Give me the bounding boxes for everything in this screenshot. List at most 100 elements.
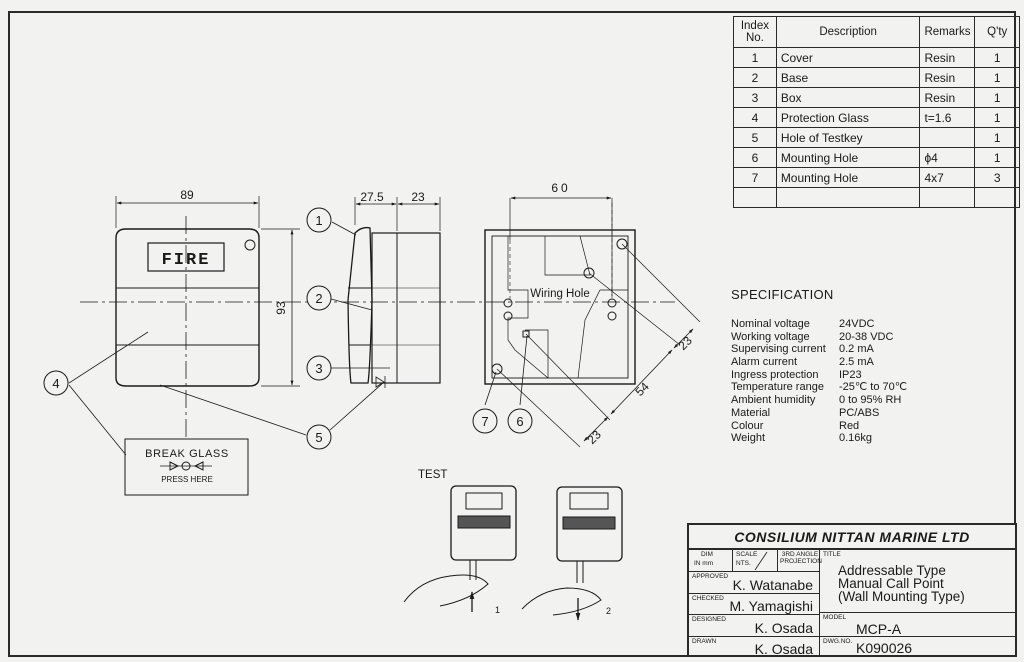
callout-number: 7: [481, 414, 488, 429]
spec-value: 24VDC: [839, 318, 875, 330]
callout-circle-2: [306, 285, 332, 311]
spec-row: Ingress protection IP23: [731, 369, 907, 382]
spec-label: Supervising current: [731, 343, 826, 356]
drawn-label: DRAWN: [692, 638, 717, 645]
spec-label: Weight: [731, 432, 766, 445]
dwg-no-value: K090026: [856, 640, 913, 656]
fire-label: FIRE: [162, 251, 211, 270]
cell-remarks: Resin: [919, 87, 976, 108]
test-label: TEST: [418, 469, 447, 481]
projection-cell: 3RD ANGLE PROJECTION: [778, 550, 822, 572]
approved-name: K. Watanabe: [732, 577, 813, 593]
cell-index: 4: [733, 107, 777, 128]
callout-circle-1: [306, 207, 332, 233]
dim-hole-span-label: 60: [551, 181, 570, 195]
dim-depth-b-label: 23: [411, 190, 425, 204]
callout-circle-5: [306, 424, 332, 450]
scale-value: NTS.: [736, 560, 751, 567]
dim-cell: DIM IN mm: [689, 550, 733, 572]
cell-index: 1: [733, 47, 777, 68]
cell-remarks: Resin: [919, 47, 976, 68]
title-cell: TITLE Addressable Type Manual Call Point…: [820, 550, 1015, 613]
spec-value: IP23: [839, 368, 862, 381]
spec-row: Supervising current 0.2 mA: [731, 343, 907, 356]
back-view: [484, 229, 636, 385]
dim-height-label: 93: [274, 301, 288, 315]
designed-label: DESIGNED: [692, 616, 726, 623]
checked-name: M. Yamagishi: [729, 598, 813, 614]
parts-table: Index No. Description Remarks Q'ty 1 Cov…: [733, 16, 1020, 208]
wiring-hole-label: Wiring Hole: [530, 288, 589, 300]
spec-label: Material: [731, 406, 771, 419]
projection-label: 3RD ANGLE PROJECTION: [780, 551, 822, 565]
spec-value: 20-38 VDC: [839, 330, 894, 343]
spec-label: Colour: [731, 419, 764, 432]
callout-number: 1: [315, 213, 322, 228]
cell-description: Base: [775, 67, 921, 88]
company-name: CONSILIUM NITTAN MARINE LTD: [689, 525, 1015, 550]
callout-number: 2: [315, 291, 322, 306]
cell-description: Hole of Testkey: [775, 127, 921, 148]
title-line-3: (Wall Mounting Type): [838, 589, 965, 604]
spec-label: Ambient humidity: [731, 394, 816, 407]
table-row: 2 Base Resin 1: [733, 67, 1020, 88]
dwg-no-label: DWG.NO.: [823, 638, 853, 645]
break-glass-title: BREAK GLASS: [145, 448, 229, 460]
header-description: Description: [775, 16, 921, 48]
drawing-sheet-border: [8, 11, 1016, 657]
table-row: 3 Box Resin 1: [733, 87, 1020, 108]
cell-qty: 3: [974, 167, 1020, 188]
designed-name: K. Osada: [754, 620, 813, 636]
cell-description: Box: [775, 87, 921, 108]
cell-remarks: Resin: [919, 67, 976, 88]
spec-value: Red: [839, 419, 860, 432]
cell-remarks: 4x7: [919, 167, 976, 188]
model-value: MCP-A: [856, 621, 902, 637]
cell-description: Mounting Hole: [775, 147, 921, 168]
test-illustration-1: [403, 485, 517, 612]
title-label: TITLE: [823, 551, 841, 558]
table-row: 7 Mounting Hole 4x7 3: [733, 167, 1020, 188]
dwg-no-cell: DWG.NO. K090026: [820, 637, 1015, 657]
cell-qty: 1: [974, 47, 1020, 68]
checked-cell: CHECKED M. Yamagishi: [689, 594, 820, 615]
test-step-2: 2: [606, 606, 611, 616]
spec-label: Working voltage: [731, 330, 810, 343]
spec-value: 0 to 95% RH: [839, 394, 902, 407]
cell-remarks: t=1.6: [919, 107, 976, 128]
callout-circle-3: [306, 355, 332, 381]
drawn-name: K. Osada: [754, 641, 813, 657]
header-remarks: Remarks: [919, 16, 976, 48]
spec-row: Working voltage 20-38 VDC: [731, 331, 907, 344]
approved-label: APPROVED: [692, 573, 729, 580]
spec-value: -25℃ to 70℃: [839, 381, 908, 394]
break-glass-subtitle: PRESS HERE: [161, 475, 213, 484]
cell-index: 6: [733, 147, 777, 168]
spec-value: PC/ABS: [839, 406, 880, 419]
dim-depth-a-label: 27.5: [360, 190, 384, 204]
title-line-2: Manual Call Point: [838, 576, 944, 591]
cell-description: Cover: [775, 47, 921, 68]
cell-qty: 1: [974, 107, 1020, 128]
dim-width-label: 89: [180, 188, 194, 202]
spec-row: Ambient humidity 0 to 95% RH: [731, 394, 907, 407]
approved-cell: APPROVED K. Watanabe: [689, 572, 820, 594]
break-glass-label-box: [124, 438, 249, 496]
dim-unit: IN mm: [694, 560, 714, 567]
table-row: 1 Cover Resin 1: [733, 47, 1020, 68]
title-line-1: Addressable Type: [838, 563, 946, 578]
cell-index: 5: [733, 127, 777, 148]
dim-diag-c-label: 23: [584, 427, 604, 447]
title-block: CONSILIUM NITTAN MARINE LTD DIM IN mm SC…: [687, 523, 1017, 657]
callout-number: 4: [52, 376, 59, 391]
spec-label: Ingress protection: [731, 368, 819, 381]
cell-index: 2: [733, 67, 777, 88]
spec-value: 0.2 mA: [839, 343, 874, 356]
cell-index: 3: [733, 87, 777, 108]
header-qty: Q'ty: [974, 16, 1020, 48]
spec-label: Temperature range: [731, 381, 824, 394]
cell-qty: 1: [974, 127, 1020, 148]
